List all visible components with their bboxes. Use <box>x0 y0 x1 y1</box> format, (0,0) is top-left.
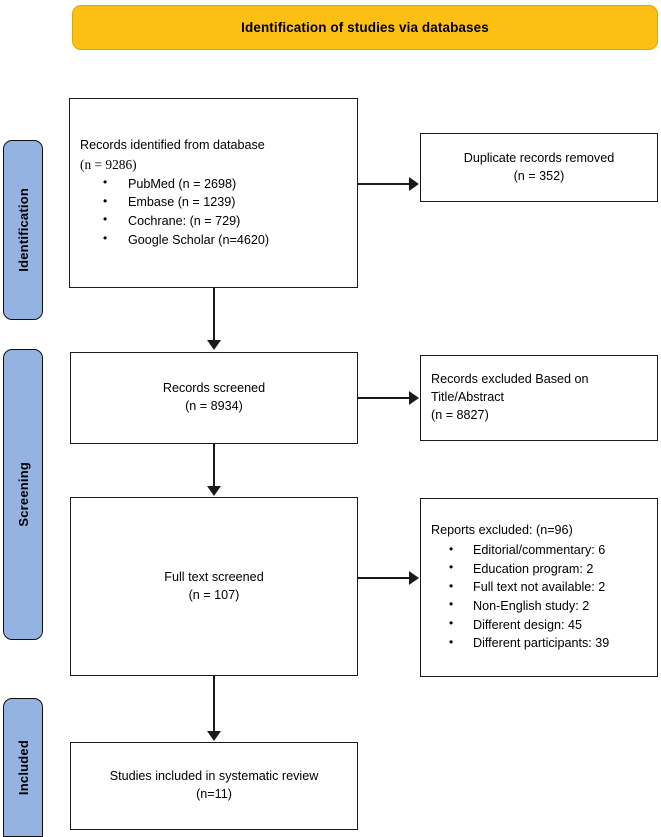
box-duplicate-records-removed: Duplicate records removed (n = 352) <box>420 133 658 202</box>
box-reports-excluded: Reports excluded: (n=96) Editorial/comme… <box>420 498 658 677</box>
reports-excluded-label: Reports excluded: (n=96) <box>431 523 573 538</box>
connector-identified-to-duplicates-line <box>358 183 410 185</box>
records-identified-label: Records identified from database <box>80 137 265 152</box>
excluded-ta-label-line1: Records excluded Based on <box>431 372 589 387</box>
arrow-right-icon <box>409 571 419 585</box>
box-full-text-screened: Full text screened (n = 107) <box>70 497 358 676</box>
connector-identified-to-screened-line <box>213 288 215 342</box>
records-identified-count: (n = 9286) <box>80 156 137 172</box>
banner-identification-via-databases: Identification of studies via databases <box>72 5 658 50</box>
arrow-right-icon <box>409 177 419 191</box>
excluded-ta-label-line2: Title/Abstract <box>431 390 505 405</box>
box-studies-included: Studies included in systematic review (n… <box>70 742 358 830</box>
banner-title: Identification of studies via databases <box>241 20 489 35</box>
full-text-screened-count: (n = 107) <box>188 587 240 602</box>
stage-label-screening: Screening <box>3 349 43 640</box>
records-identified-sources: PubMed (n = 2698) Embase (n = 1239) Coch… <box>80 174 347 250</box>
studies-included-label: Studies included in systematic review <box>109 769 319 784</box>
list-item: Different participants: 39 <box>431 634 647 653</box>
connector-screened-to-excluded-line <box>358 397 410 399</box>
records-screened-label: Records screened <box>162 381 266 396</box>
excluded-ta-count: (n = 8827) <box>431 407 489 422</box>
list-item: Different design: 45 <box>431 615 647 635</box>
stage-label-identification-text: Identification <box>15 188 31 272</box>
box-records-identified: Records identified from database (n = 92… <box>69 98 358 288</box>
box-records-excluded-title-abstract: Records excluded Based on Title/Abstract… <box>420 355 658 441</box>
connector-fulltext-to-included-line <box>213 676 215 732</box>
full-text-screened-label: Full text screened <box>164 569 264 584</box>
stage-label-included-text: Included <box>15 739 31 796</box>
list-item: Full text not available: 2 <box>431 578 647 597</box>
stage-label-identification: Identification <box>3 140 43 320</box>
stage-label-screening-text: Screening <box>15 462 31 527</box>
arrow-down-icon <box>207 340 221 350</box>
studies-included-count: (n=11) <box>196 787 232 801</box>
list-item: Google Scholar (n=4620) <box>80 230 347 250</box>
connector-screened-to-fulltext-line <box>213 444 215 487</box>
connector-fulltext-to-reports-line <box>358 577 410 579</box>
list-item: Education program: 2 <box>431 559 647 579</box>
list-item: Editorial/commentary: 6 <box>431 541 647 560</box>
list-item: Embase (n = 1239) <box>80 193 347 212</box>
box-records-screened: Records screened (n = 8934) <box>70 352 358 444</box>
list-item: PubMed (n = 2698) <box>80 174 347 194</box>
reports-excluded-reasons: Editorial/commentary: 6 Education progra… <box>431 541 647 653</box>
duplicates-count: (n = 352) <box>513 168 565 183</box>
arrow-down-icon <box>207 731 221 741</box>
arrow-right-icon <box>409 391 419 405</box>
duplicates-label: Duplicate records removed <box>463 150 615 165</box>
list-item: Non-English study: 2 <box>431 596 647 616</box>
list-item: Cochrane: (n = 729) <box>80 211 347 231</box>
stage-label-included: Included <box>3 698 43 837</box>
arrow-down-icon <box>207 486 221 496</box>
records-screened-count: (n = 8934) <box>185 399 243 413</box>
